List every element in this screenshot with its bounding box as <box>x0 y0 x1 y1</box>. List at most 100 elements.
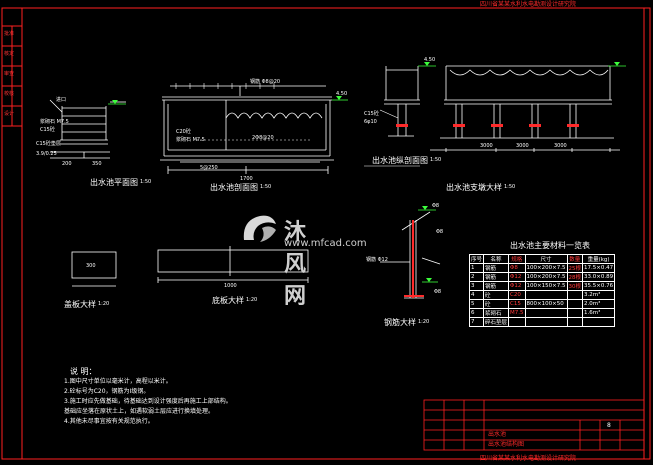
supports-scale: 1:50 <box>504 184 516 190</box>
longitudinal-tick-marks <box>175 83 275 89</box>
table-cell: Φ12 <box>508 281 526 291</box>
materials-table: 序号 名称 规格 尺寸 数量 重量(kg) 1 钢筋 Φ8 100×200×7.… <box>468 254 616 327</box>
table-cell: 6 <box>468 308 485 318</box>
col-header: 序号 <box>468 254 485 264</box>
longitudinal-scale: 1:50 <box>260 184 272 190</box>
right-label-rebar: 6φ10 <box>364 119 377 125</box>
bracket-label-2: Φ8 <box>436 229 444 235</box>
supports-title: 出水池支墩大样 <box>446 183 502 192</box>
watermark-logo-icon <box>243 215 276 242</box>
small-label-concrete: C15砼 <box>40 127 55 133</box>
table-cell: 砼 <box>483 290 510 300</box>
table-row: 4 砼 C20 3.2m³ <box>468 290 616 300</box>
small-elevation-title: 出水池平面图 <box>90 178 138 187</box>
table-row: 5 砼 C15 800×100×50 2.0m³ <box>468 299 616 309</box>
side-label-verify: 核定 <box>4 51 15 57</box>
note-item: 3.施工时应先做基础，待基础达到设计强度后再施工上部结构。 <box>64 398 232 405</box>
support-dim-1: 3000 <box>480 143 493 149</box>
inner-border <box>21 7 645 460</box>
table-cell: C20 <box>508 290 526 300</box>
table-row: 1 钢筋 Φ8 100×200×7.5 25根 17.5×0.47 <box>468 263 616 273</box>
bracket-markers <box>418 206 438 283</box>
slab-b-title: 底板大样 <box>212 296 244 305</box>
note-item: 4.其他未尽事宜按有关规范执行。 <box>64 418 154 425</box>
title-block-number: 8 <box>607 422 611 429</box>
bottom-banner: 四川省某某水利水电勘测设计研究院 <box>480 455 577 462</box>
top-banner: 四川省某某水利水电勘测设计研究院 <box>480 1 577 8</box>
long-label-masonry: 浆砌石 M7.5 <box>176 137 205 143</box>
col-header: 数量 <box>566 254 583 264</box>
side-label-review: 审查 <box>4 71 15 77</box>
notes-heading: 说 明： <box>70 367 97 376</box>
title-block-drawing: 出水池结构图 <box>488 441 525 448</box>
table-cell: C15 <box>508 299 526 309</box>
table-cell: 100×200×7.5 <box>524 263 568 273</box>
table-cell: Φ8 <box>508 263 526 273</box>
slab-a-title: 盖板大样 <box>64 300 96 309</box>
table-cell: M7.5 <box>508 308 526 318</box>
table-cell <box>566 299 583 309</box>
table-cell: 浆砌石 <box>483 308 510 318</box>
bracket-title: 钢筋大样 <box>384 318 416 327</box>
table-cell <box>581 317 616 327</box>
table-cell: 砼 <box>483 299 510 309</box>
table-cell <box>508 317 526 327</box>
col-header: 名称 <box>483 254 510 264</box>
watermark-brand: 沐风网 <box>284 220 307 309</box>
right-label-concrete: C15砼 <box>364 111 379 117</box>
right-section-view <box>384 65 620 152</box>
bracket-label-3: 钢筋 Φ12 <box>366 257 388 263</box>
bracket-scale: 1:20 <box>418 319 430 325</box>
support-dim-3: 3000 <box>554 143 567 149</box>
table-cell <box>524 290 568 300</box>
small-elevation-scale: 1:50 <box>140 179 152 185</box>
slab-b-scale: 1:20 <box>246 297 258 303</box>
table-cell: 3.2m³ <box>581 290 616 300</box>
table-cell: 钢筋 <box>483 272 510 282</box>
table-cell <box>524 317 568 327</box>
long-label-stirrup: 2Φ8@20 <box>252 135 274 141</box>
materials-table-title: 出水池主要材料一览表 <box>510 241 590 250</box>
note-item: 2.砼标号为C20，钢筋为I级钢。 <box>64 388 150 395</box>
right-elevation: 4.50 <box>424 57 436 63</box>
left-signoff-column <box>1 25 23 127</box>
bracket-label-4: Φ8 <box>434 289 442 295</box>
table-cell: 2 <box>468 272 485 282</box>
table-cell <box>566 290 583 300</box>
slab-a-view <box>71 251 117 287</box>
table-row: 6 浆砌石 M7.5 1.6m³ <box>468 308 616 318</box>
table-cell: 钢筋 <box>483 281 510 291</box>
right-section-title: 出水池纵剖面图 <box>372 156 428 165</box>
long-elevation: 4.50 <box>336 91 348 97</box>
table-cell: 1 <box>468 263 485 273</box>
right-markers <box>364 62 626 167</box>
small-label-bedding: C15砼垫层 <box>36 141 61 147</box>
table-cell: 2.0m³ <box>581 299 616 309</box>
table-cell: 7 <box>468 317 485 327</box>
title-block-grid <box>423 399 645 451</box>
side-label-check: 校核 <box>4 91 15 97</box>
col-header: 重量(kg) <box>581 254 616 264</box>
note-item: 基础应坐落在原状土上，如遇软弱土层应进行换填处理。 <box>64 408 215 415</box>
table-cell: 100×200×7.5 <box>524 272 568 282</box>
slab-b-dim: 1000 <box>224 283 237 289</box>
support-joints <box>396 124 579 127</box>
table-cell: 28根 <box>566 272 583 282</box>
slab-a-dim: 300 <box>86 263 96 269</box>
col-header: 尺寸 <box>524 254 568 264</box>
table-cell: 33.0×0.89 <box>581 272 616 282</box>
table-row: 7 碎石垫层 <box>468 317 616 327</box>
small-label-inlet: 进口 <box>56 97 67 103</box>
small-label-masonry: 浆砌石 M7.5 <box>40 119 69 125</box>
support-dim-2: 3000 <box>516 143 529 149</box>
table-cell: 17.5×0.47 <box>581 263 616 273</box>
table-cell: 100×150×7.5 <box>524 281 568 291</box>
watermark-url: www.mfcad.com <box>284 238 367 249</box>
col-header: 规格 <box>508 254 526 264</box>
bracket-detail <box>380 211 441 299</box>
table-cell: 35.5×0.76 <box>581 281 616 291</box>
